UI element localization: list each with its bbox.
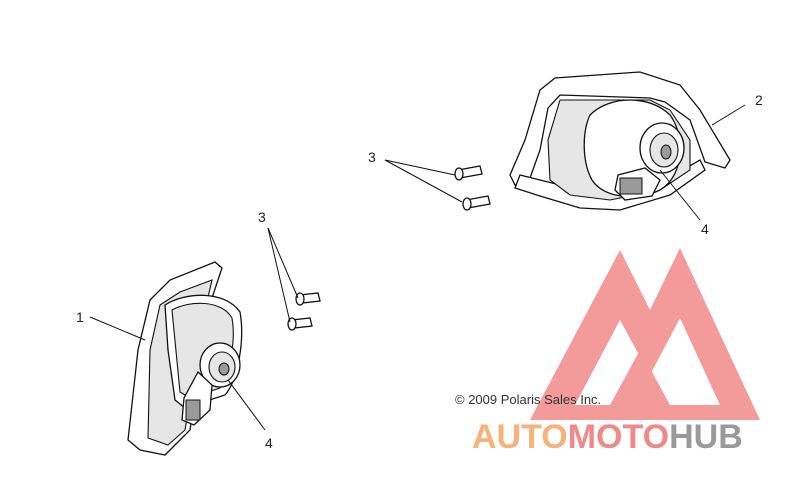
- watermark-logo: [530, 248, 760, 420]
- left-bulb: [181, 342, 241, 426]
- watermark-auto: AUTO: [472, 418, 568, 456]
- screws-lower: [287, 292, 321, 331]
- callout-left-housing: 1: [76, 309, 84, 325]
- callout-bulb-left: 4: [265, 435, 273, 451]
- callout-screws-upper: 3: [368, 149, 376, 165]
- copyright-text: © 2009 Polaris Sales Inc.: [455, 392, 601, 407]
- callout-bulb-right: 4: [701, 221, 709, 237]
- leader-lines: [89, 104, 746, 431]
- callout-right-housing: 2: [755, 92, 763, 108]
- watermark-moto: MOTO: [568, 418, 669, 456]
- right-bulb: [614, 122, 685, 201]
- watermark-text: AUTOMOTOHUB: [472, 418, 743, 456]
- screws-upper: [454, 165, 491, 211]
- watermark-hub: HUB: [669, 418, 743, 456]
- left-headlight-housing: [127, 261, 243, 456]
- callout-screws-lower: 3: [258, 209, 266, 225]
